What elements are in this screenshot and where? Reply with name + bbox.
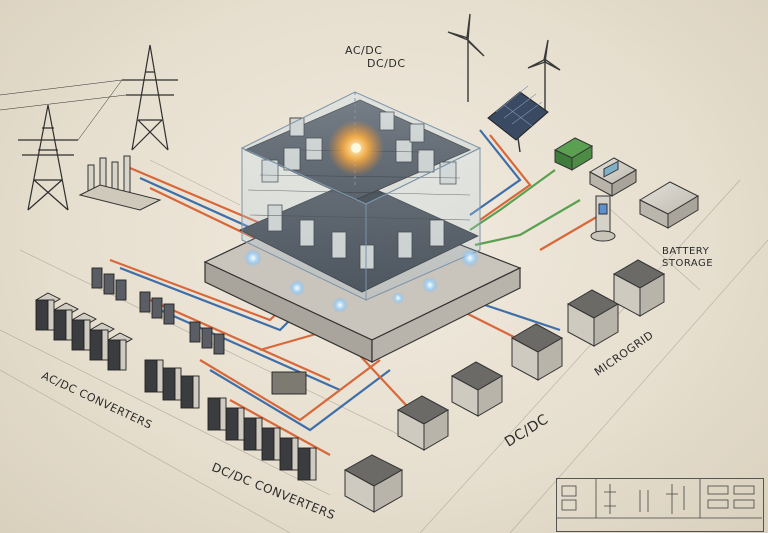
wind-turbine-icon xyxy=(447,13,561,112)
microgrid-box xyxy=(343,454,404,513)
microgrid-units xyxy=(343,259,666,513)
node-lights xyxy=(244,249,479,313)
label-dcdc-top: DC/DC xyxy=(367,57,406,70)
solar-panel-icon xyxy=(487,85,549,153)
label-acdc-top: AC/DC xyxy=(345,44,383,57)
microgrid-box xyxy=(510,323,564,381)
title-block xyxy=(556,478,764,532)
title-block-schematic xyxy=(556,478,762,519)
transmission-tower-icon xyxy=(0,44,178,211)
dcdc-converter-row xyxy=(144,359,317,481)
core-glow xyxy=(328,120,384,176)
substation xyxy=(78,155,162,211)
microgrid-box xyxy=(450,361,504,417)
label-battery-line1: BATTERY xyxy=(662,246,710,257)
label-battery-storage: BATTERY STORAGE xyxy=(662,246,713,270)
label-battery-line2: STORAGE xyxy=(662,258,714,269)
ev-charger-icon xyxy=(590,195,616,242)
battery-icon xyxy=(553,137,700,229)
microgrid-box xyxy=(566,289,620,347)
microgrid-box xyxy=(396,395,450,451)
microgrid-box xyxy=(612,259,666,317)
acdc-converter-row xyxy=(35,267,225,371)
glass-enclosure xyxy=(240,91,482,301)
